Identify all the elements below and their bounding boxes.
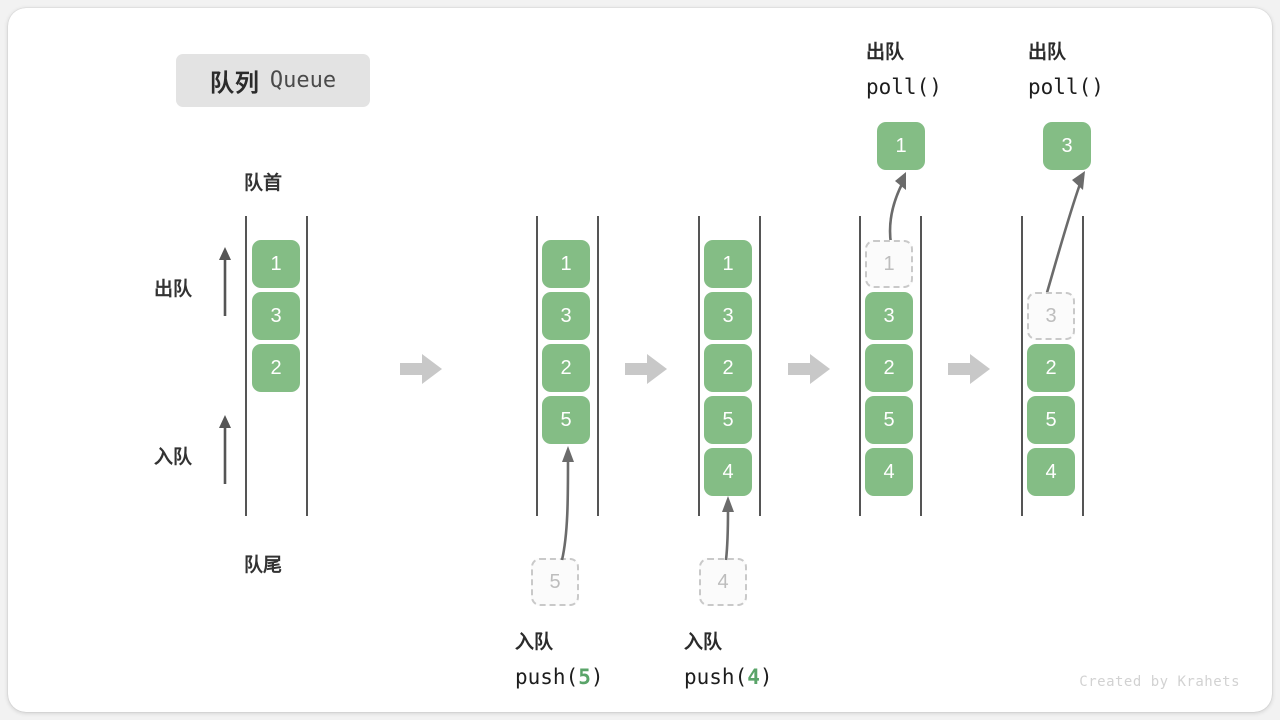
queue-cell: 1 — [542, 240, 590, 288]
title-badge: 队列 Queue — [176, 54, 370, 107]
right-arrow-icon — [400, 354, 442, 384]
queue-cell: 3 — [542, 292, 590, 340]
title-chinese: 队列 — [209, 70, 260, 97]
queue-cell: 4 — [865, 448, 913, 496]
rail-right-col3 — [759, 216, 761, 516]
queue-cell: 4 — [704, 448, 752, 496]
rail-right-col1 — [306, 216, 308, 516]
queue-tail-label: 队尾 — [244, 555, 283, 576]
queue-cell: 2 — [252, 344, 300, 392]
push-5-caption-fn: push(5) — [515, 665, 604, 689]
queue-cell: 1 — [252, 240, 300, 288]
queue-cell: 3 — [704, 292, 752, 340]
poll-3-caption: 出队 poll() — [1028, 36, 1104, 104]
curved-arrow-icon-push5 — [560, 446, 574, 561]
incoming-ghost-cell: 5 — [531, 558, 579, 606]
poll-1-caption-cn: 出队 — [866, 42, 905, 63]
right-arrow-icon — [788, 354, 830, 384]
incoming-ghost-cell: 4 — [699, 558, 747, 606]
rail-left-col3 — [698, 216, 700, 516]
curved-arrow-icon-poll1 — [888, 172, 906, 245]
attribution-footer: Created by Krahets — [1079, 674, 1240, 690]
queue-cell-ghost: 3 — [1027, 292, 1075, 340]
poll-3-caption-fn: poll() — [1028, 75, 1104, 99]
enqueue-side-label: 入队 — [154, 447, 193, 468]
rail-left-col4 — [859, 216, 861, 516]
curved-arrow-icon-poll3 — [1044, 171, 1085, 297]
queue-cell: 4 — [1027, 448, 1075, 496]
queue-cell: 5 — [704, 396, 752, 444]
queue-cell-ghost: 1 — [865, 240, 913, 288]
poll-1-caption: 出队 poll() — [866, 36, 942, 104]
queue-cell: 1 — [704, 240, 752, 288]
push-4-caption-fn: push(4) — [684, 665, 773, 689]
right-arrow-icon — [948, 354, 990, 384]
queue-cell: 3 — [252, 292, 300, 340]
polled-cell: 3 — [1043, 122, 1091, 170]
queue-cell: 5 — [542, 396, 590, 444]
curved-arrow-icon-push4 — [722, 496, 734, 561]
up-arrow-icon-enqueue — [219, 415, 231, 484]
push-4-caption: 入队 push(4) — [684, 626, 773, 694]
rail-left-col5 — [1021, 216, 1023, 516]
poll-3-caption-cn: 出队 — [1028, 42, 1067, 63]
right-arrow-icon — [625, 354, 667, 384]
queue-cell: 2 — [542, 344, 590, 392]
title-english: Queue — [269, 68, 337, 93]
queue-cell: 3 — [865, 292, 913, 340]
push-5-caption-cn: 入队 — [515, 632, 554, 653]
rail-right-col5 — [1082, 216, 1084, 516]
rail-right-col4 — [920, 216, 922, 516]
push-5-caption: 入队 push(5) — [515, 626, 604, 694]
dequeue-side-label: 出队 — [154, 279, 193, 300]
push-4-caption-cn: 入队 — [684, 632, 723, 653]
queue-cell: 2 — [704, 344, 752, 392]
rail-left-col2 — [536, 216, 538, 516]
queue-cell: 5 — [1027, 396, 1075, 444]
queue-cell: 5 — [865, 396, 913, 444]
rail-right-col2 — [597, 216, 599, 516]
rail-left-col1 — [245, 216, 247, 516]
queue-cell: 2 — [865, 344, 913, 392]
queue-head-label: 队首 — [244, 173, 283, 194]
queue-cell: 2 — [1027, 344, 1075, 392]
poll-1-caption-fn: poll() — [866, 75, 942, 99]
diagram-card: 队列 Queue 队首 队尾 出队 入队 1 3 2 1 3 2 5 — [8, 8, 1272, 712]
polled-cell: 1 — [877, 122, 925, 170]
up-arrow-icon-dequeue — [219, 247, 231, 316]
